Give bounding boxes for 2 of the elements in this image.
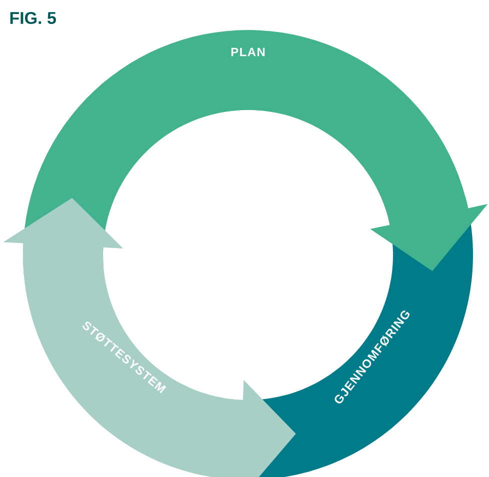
figure-title: FIG. 5 [10,12,56,24]
ring-segment: PLAN [23,30,488,275]
